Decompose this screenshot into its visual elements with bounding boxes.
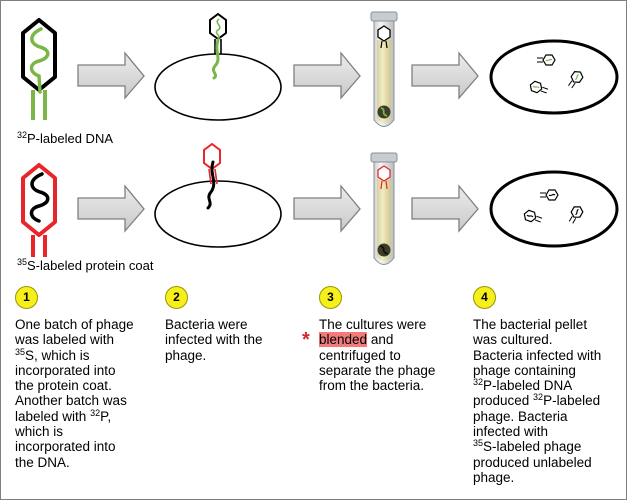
bacterium-infected-row2 bbox=[154, 142, 282, 248]
description-line: labeled with 32P, bbox=[15, 407, 112, 424]
description-line: 32P-labeled DNA bbox=[473, 377, 573, 394]
description-line: phage containing bbox=[473, 362, 576, 378]
description-line: which is bbox=[15, 424, 64, 440]
centrifuge-tube-row2 bbox=[370, 152, 398, 265]
description-line: phage. bbox=[165, 347, 207, 363]
arrow-3-row2 bbox=[411, 184, 479, 233]
highlighted-word: blended bbox=[319, 332, 368, 348]
description-line: infected with the bbox=[165, 332, 263, 348]
description-line: from the bacteria. bbox=[319, 378, 425, 394]
arrow-1-row2 bbox=[77, 184, 145, 233]
arrow-3-row1 bbox=[411, 51, 479, 100]
description-line: infected with bbox=[473, 424, 549, 440]
isotope-mass-number: 32 bbox=[90, 407, 101, 418]
protein-label-text: S-labeled protein coat bbox=[27, 258, 154, 273]
protein-label: 35S-labeled protein coat bbox=[17, 257, 154, 274]
description-line: One batch of phage bbox=[15, 317, 134, 332]
bacterium-infected-row1 bbox=[154, 12, 282, 121]
isotope-mass-number: 35 bbox=[473, 438, 484, 449]
description-line: blended and bbox=[319, 332, 394, 348]
description-line: phage. bbox=[473, 469, 515, 485]
phage-protein-labeled bbox=[21, 163, 57, 257]
description-line: incorporated into bbox=[15, 362, 116, 378]
bacterium-progeny-row2 bbox=[489, 170, 619, 248]
step-3-badge: 3 bbox=[319, 286, 342, 309]
step-4-badge: 4 bbox=[473, 286, 496, 309]
description-line: Bacteria were bbox=[165, 317, 248, 332]
description-line: The bacterial pellet bbox=[473, 317, 588, 332]
dna-label-text: P-labeled DNA bbox=[27, 131, 114, 146]
description-line: 35S, which is bbox=[15, 346, 90, 363]
description-line: centrifuged to bbox=[319, 347, 401, 363]
protein-label-isotope: 35 bbox=[17, 257, 28, 267]
description-line: 35S-labeled phage bbox=[473, 438, 582, 455]
description-line: separate the phage bbox=[319, 362, 436, 378]
description-line: was labeled with bbox=[15, 332, 115, 348]
description-line: produced 32P-labeled bbox=[473, 392, 601, 409]
centrifuge-tube-row1 bbox=[370, 11, 398, 127]
description-line: Bacteria infected with bbox=[473, 347, 602, 363]
isotope-mass-number: 35 bbox=[15, 346, 26, 357]
arrow-2-row1 bbox=[293, 51, 361, 100]
arrow-2-row2 bbox=[293, 184, 361, 233]
dna-label-isotope: 32 bbox=[17, 130, 28, 140]
isotope-mass-number: 32 bbox=[473, 377, 484, 388]
blended-asterisk: * bbox=[302, 329, 310, 351]
dna-label: 32P-labeled DNA bbox=[17, 130, 114, 147]
description-line: incorporated into bbox=[15, 439, 116, 455]
arrow-1-row1 bbox=[77, 51, 145, 100]
step-2-badge: 2 bbox=[165, 286, 188, 309]
description-line: Another batch was bbox=[15, 393, 127, 409]
isotope-mass-number: 32 bbox=[533, 392, 544, 403]
step-1-badge: 1 bbox=[15, 286, 38, 309]
description-line: produced unlabeled bbox=[473, 454, 592, 470]
bacterium-progeny-row1 bbox=[489, 39, 619, 115]
phage-dna-labeled bbox=[21, 18, 57, 120]
description-line: phage. Bacteria bbox=[473, 408, 568, 424]
description-line: the DNA. bbox=[15, 454, 70, 470]
description-line: the protein coat. bbox=[15, 378, 112, 394]
description-line: The cultures were bbox=[319, 317, 427, 332]
description-line: was cultured. bbox=[473, 332, 553, 348]
